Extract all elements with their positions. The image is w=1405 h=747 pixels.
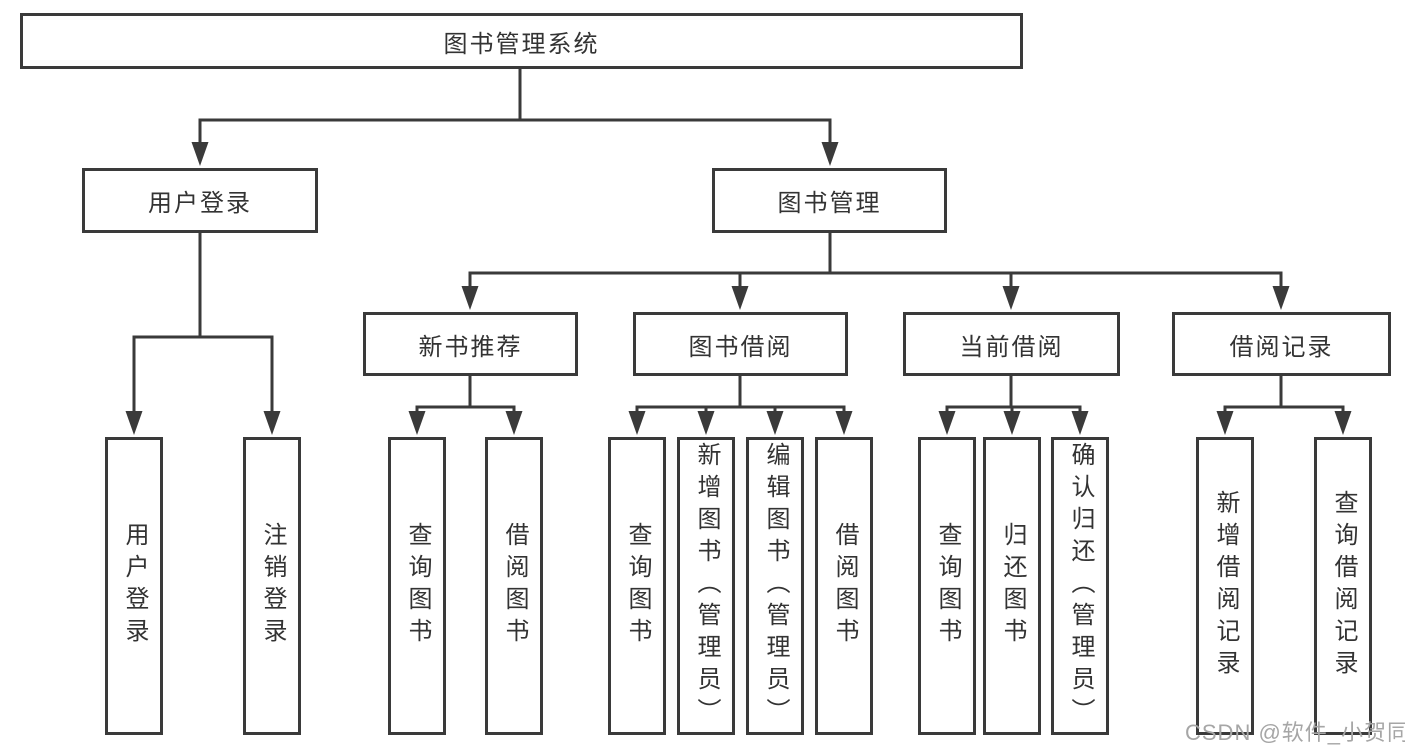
node-current-borrowing-label: 当前借阅 <box>959 333 1064 361</box>
leaf-query-books-borrowing-label: 查询图书 <box>624 522 651 650</box>
leaf-user-login-label: 用户登录 <box>121 522 148 650</box>
arrowheads <box>125 142 1352 435</box>
leaf-add-book-admin-label: 新增图书（管理员） <box>693 442 720 730</box>
leaf-borrow-books-recommend-label: 借阅图书 <box>501 522 528 650</box>
node-book-management: 图书管理 <box>712 168 947 233</box>
node-new-book-recommendation: 新书推荐 <box>363 312 578 376</box>
node-library-management-system: 图书管理系统 <box>20 13 1023 69</box>
node-book-borrowing: 图书借阅 <box>633 312 848 376</box>
leaf-add-borrow-record-label: 新增借阅记录 <box>1212 490 1239 682</box>
leaf-confirm-return-admin: 确认归还（管理员） <box>1051 437 1109 735</box>
watermark: CSDN @软件_小贺同学 <box>1185 720 1405 745</box>
leaf-edit-book-admin-label: 编辑图书（管理员） <box>762 442 789 730</box>
node-book-borrowing-label: 图书借阅 <box>688 333 793 361</box>
node-user-login: 用户登录 <box>82 168 318 233</box>
node-borrowing-records: 借阅记录 <box>1172 312 1391 376</box>
leaf-query-books-current: 查询图书 <box>918 437 976 735</box>
node-book-management-label: 图书管理 <box>777 190 882 217</box>
node-current-borrowing: 当前借阅 <box>903 312 1120 376</box>
leaf-return-books-label: 归还图书 <box>999 522 1026 650</box>
leaf-logout-label: 注销登录 <box>259 522 286 650</box>
leaf-query-borrow-record: 查询借阅记录 <box>1314 437 1372 735</box>
leaf-user-login: 用户登录 <box>105 437 163 735</box>
leaf-confirm-return-admin-label: 确认归还（管理员） <box>1067 442 1094 730</box>
leaf-query-books-recommend-label: 查询图书 <box>404 522 431 650</box>
leaf-query-books-recommend: 查询图书 <box>388 437 446 735</box>
leaf-add-book-admin: 新增图书（管理员） <box>677 437 735 735</box>
leaf-query-books-current-label: 查询图书 <box>934 522 961 650</box>
leaf-query-borrow-record-label: 查询借阅记录 <box>1330 490 1357 682</box>
node-library-management-system-label: 图书管理系统 <box>443 30 600 58</box>
leaf-return-books: 归还图书 <box>983 437 1041 735</box>
leaf-edit-book-admin: 编辑图书（管理员） <box>746 437 804 735</box>
leaf-logout: 注销登录 <box>243 437 301 735</box>
leaf-borrow-books-recommend: 借阅图书 <box>485 437 543 735</box>
leaf-query-books-borrowing: 查询图书 <box>608 437 666 735</box>
node-new-book-recommendation-label: 新书推荐 <box>418 333 523 361</box>
leaf-add-borrow-record: 新增借阅记录 <box>1196 437 1254 735</box>
leaf-borrow-books-borrowing-label: 借阅图书 <box>831 522 858 650</box>
node-user-login-label: 用户登录 <box>148 190 252 217</box>
leaf-borrow-books-borrowing: 借阅图书 <box>815 437 873 735</box>
node-borrowing-records-label: 借阅记录 <box>1229 333 1334 361</box>
